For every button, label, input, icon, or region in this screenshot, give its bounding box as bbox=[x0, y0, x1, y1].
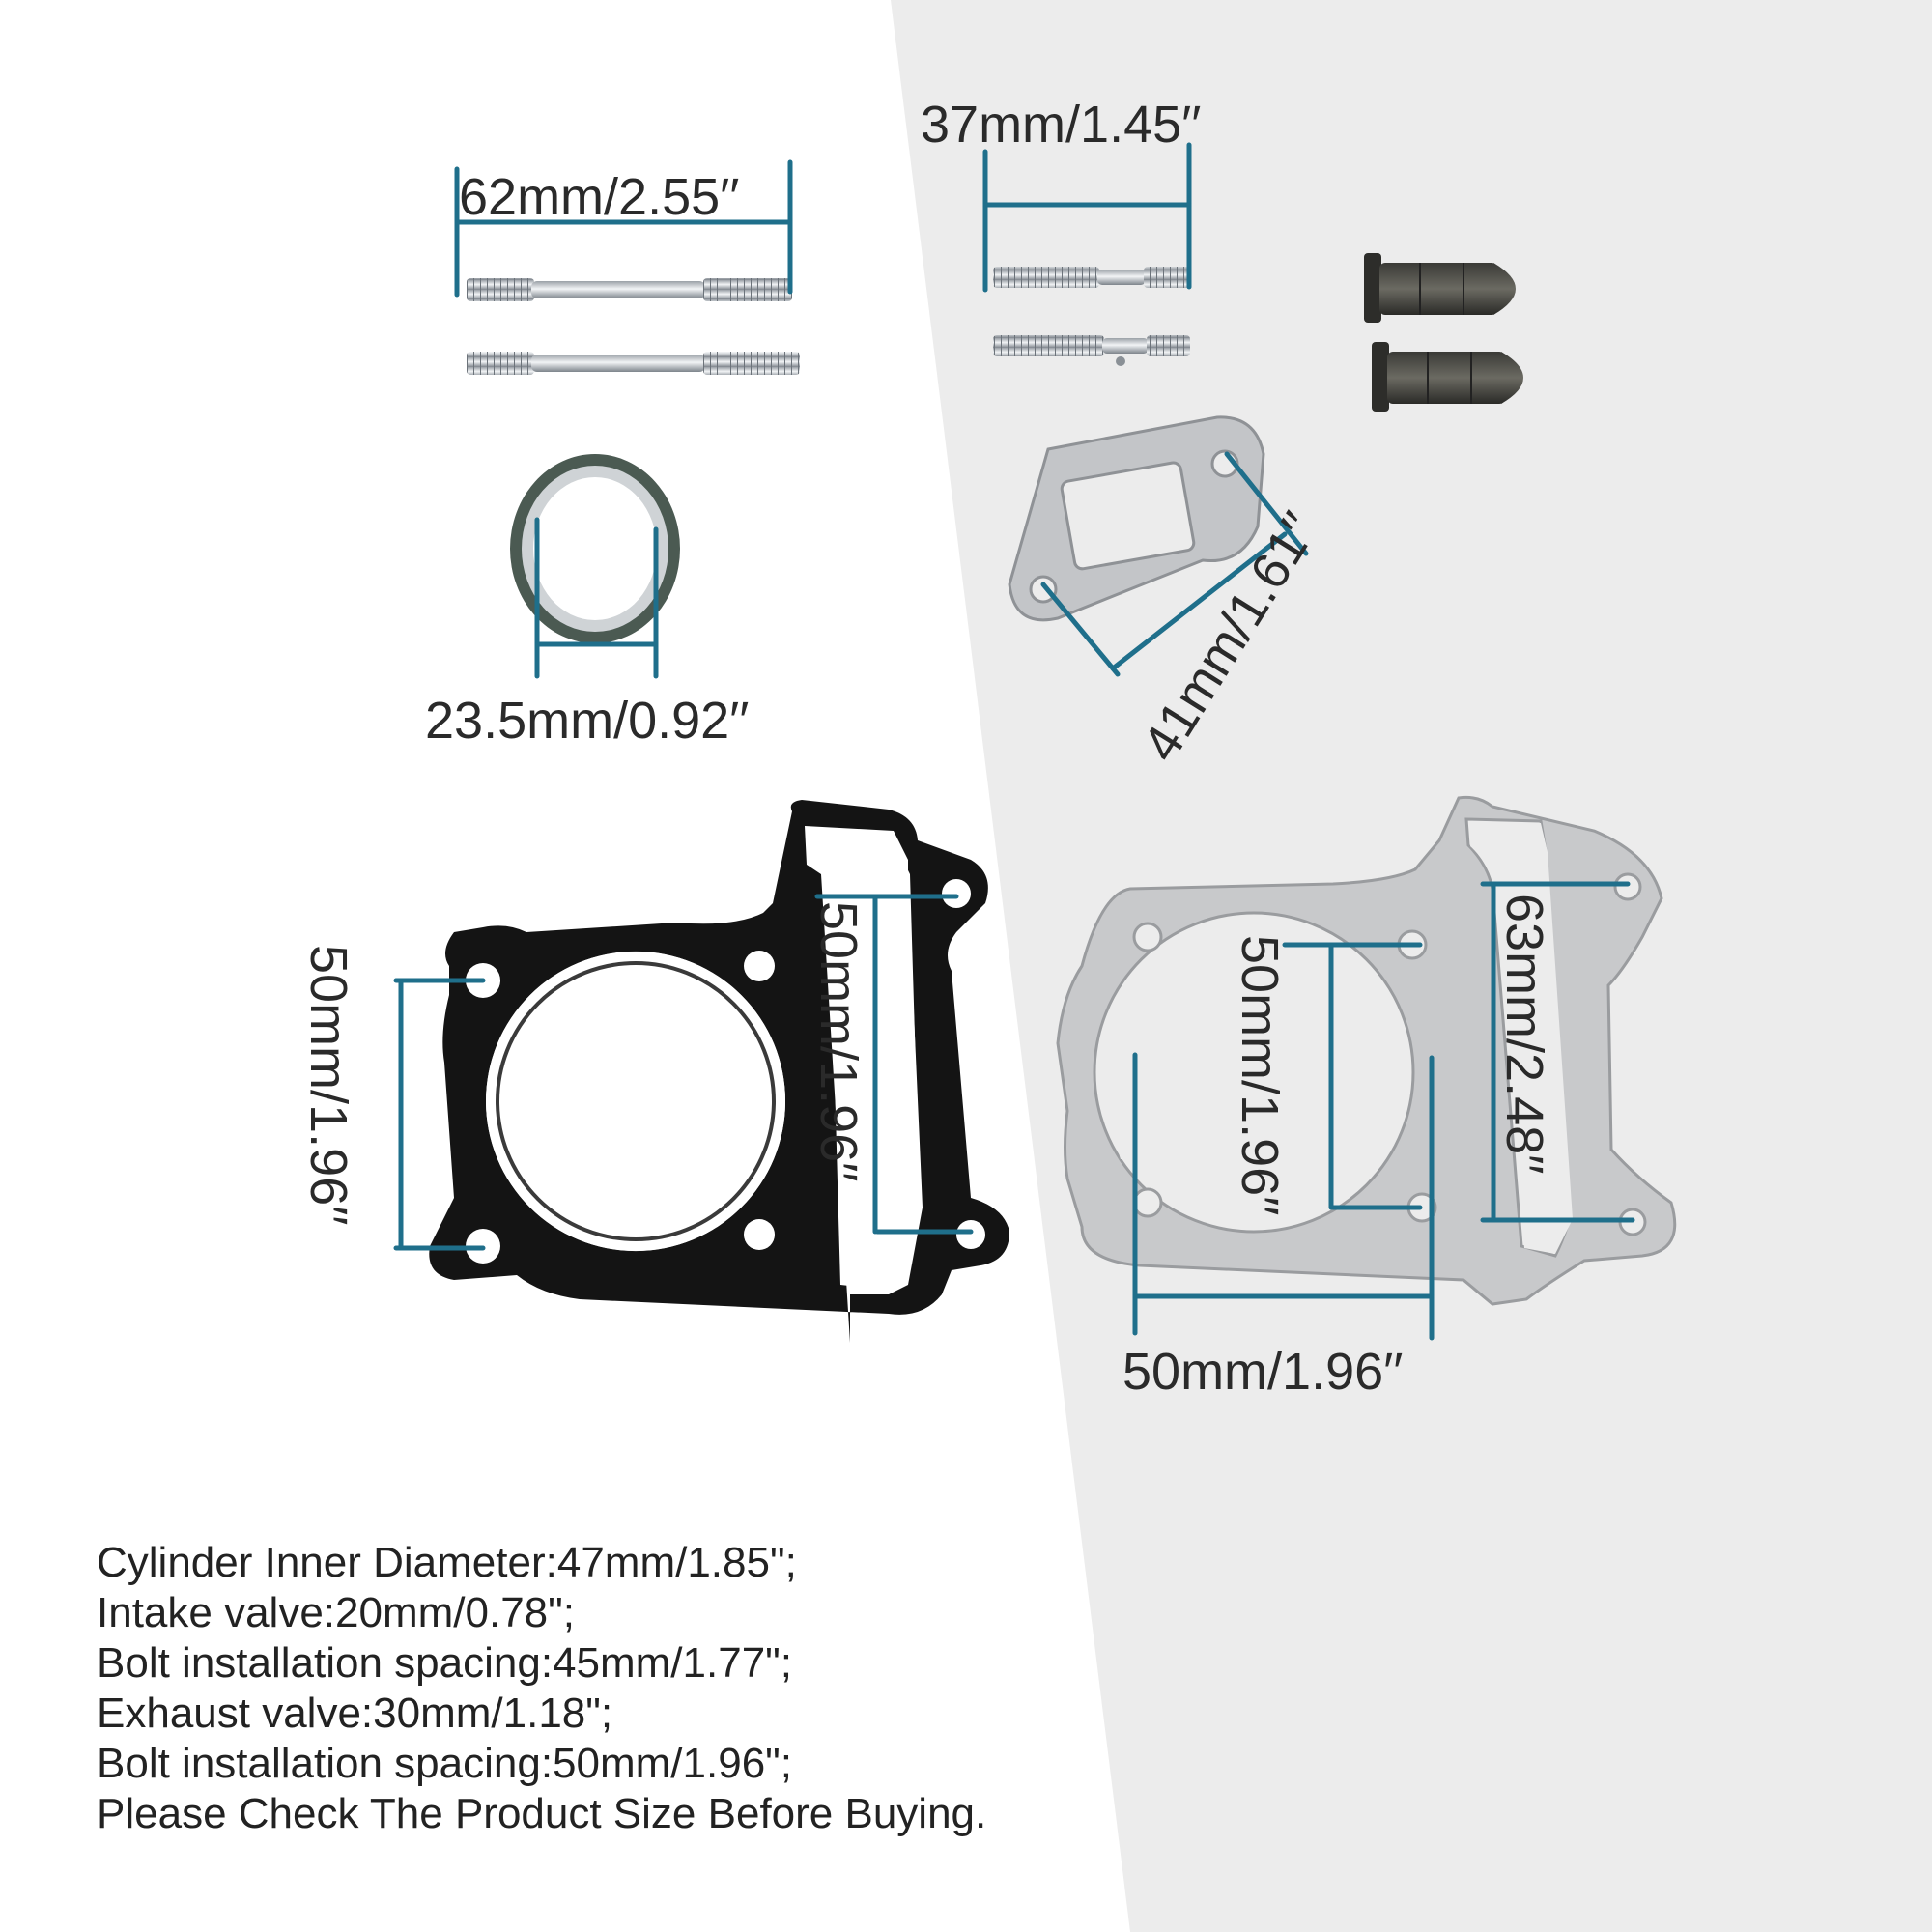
specification-list: Cylinder Inner Diameter:47mm/1.85"; Inta… bbox=[97, 1538, 986, 1839]
base-gasket-bottom-dimension: 50mm/1.96′′ bbox=[1122, 1052, 1435, 1401]
long-stud-dimension: 62mm/2.55′′ bbox=[454, 159, 793, 298]
head-gasket-center-dimension: 50mm/1.96′′ bbox=[810, 894, 974, 1235]
exhaust-gasket-ring bbox=[510, 454, 680, 643]
spec-intake-valve: Intake valve:20mm/0.78"; bbox=[97, 1589, 575, 1636]
exhaust-ring-dimension: 23.5mm/0.92′′ bbox=[425, 517, 749, 750]
spec-cylinder-diameter: Cylinder Inner Diameter:47mm/1.85"; bbox=[97, 1539, 797, 1586]
acorn-nut-1 bbox=[1364, 253, 1516, 323]
base-gasket-bolts-dimension: 50mm/1.96′′ bbox=[1231, 935, 1423, 1215]
short-stud-dimension: 37mm/1.45′′ bbox=[921, 96, 1201, 293]
spec-size-notice: Please Check The Product Size Before Buy… bbox=[97, 1790, 987, 1837]
cylinder-base-gasket bbox=[1056, 795, 1677, 1306]
base-gasket-bottom-label: 50mm/1.96′′ bbox=[1122, 1343, 1403, 1401]
base-gasket-bolts-label: 50mm/1.96′′ bbox=[1231, 935, 1289, 1215]
spec-exhaust-bolt-spacing: Bolt installation spacing:50mm/1.96"; bbox=[97, 1740, 793, 1787]
head-gasket-left-label: 50mm/1.96′′ bbox=[299, 945, 357, 1225]
short-stud-bolts bbox=[993, 267, 1190, 366]
head-gasket-left-dimension: 50mm/1.96′′ bbox=[299, 945, 486, 1251]
long-stud-bolts bbox=[467, 278, 800, 375]
acorn-nut-2 bbox=[1372, 342, 1523, 412]
exhaust-ring-label: 23.5mm/0.92′′ bbox=[425, 692, 749, 750]
base-gasket-tall-label: 63mm/2.48′′ bbox=[1495, 894, 1553, 1174]
cylinder-head-gasket bbox=[429, 800, 1009, 1343]
head-gasket-center-label: 50mm/1.96′′ bbox=[810, 901, 867, 1181]
base-gasket-tall-dimension: 63mm/2.48′′ bbox=[1480, 881, 1635, 1223]
long-stud-label: 62mm/2.55′′ bbox=[459, 168, 739, 226]
spec-exhaust-valve: Exhaust valve:30mm/1.18"; bbox=[97, 1690, 613, 1737]
short-stud-label: 37mm/1.45′′ bbox=[921, 96, 1201, 154]
spec-intake-bolt-spacing: Bolt installation spacing:45mm/1.77"; bbox=[97, 1639, 793, 1687]
